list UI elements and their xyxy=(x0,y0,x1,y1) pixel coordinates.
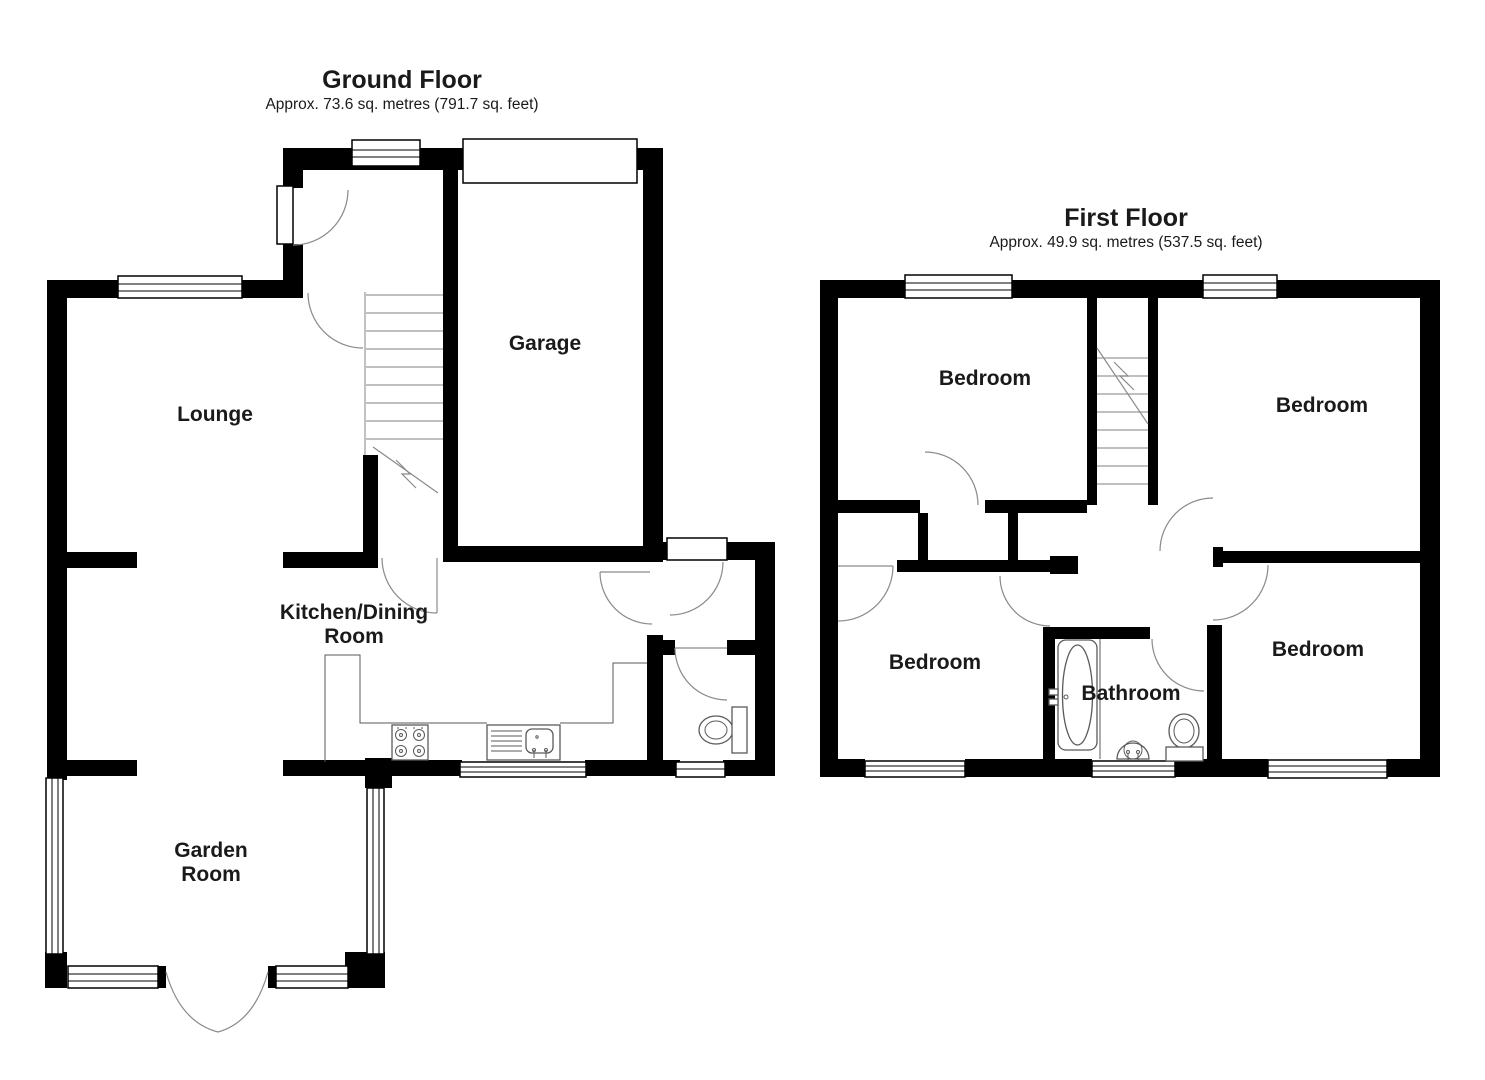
kitchen-counter xyxy=(324,654,647,762)
garden-room-right-window xyxy=(366,787,385,955)
bathroom-window xyxy=(1091,760,1176,778)
kitchen-fixtures xyxy=(324,654,647,762)
bathroom-door xyxy=(1151,638,1205,692)
garden-room-french-doors xyxy=(165,971,269,1033)
room-label-kitchen-line1: Kitchen/Dining xyxy=(280,601,428,624)
bedroom-bottom-left-window xyxy=(864,760,966,778)
front-door xyxy=(276,185,349,246)
ground-floor-doors xyxy=(165,185,728,1033)
ground-floor-header: Ground Floor Approx. 73.6 sq. metres (79… xyxy=(265,66,538,113)
ground-floor-walls xyxy=(45,148,775,988)
bathtub xyxy=(1048,639,1098,751)
bathroom-sink xyxy=(1116,740,1150,760)
room-label-bedroom-bottom-left: Bedroom xyxy=(889,651,981,674)
room-label-bedroom-top-left: Bedroom xyxy=(939,367,1031,390)
bedroom-top-left-door xyxy=(924,451,979,506)
first-floor-area: Approx. 49.9 sq. metres (537.5 sq. feet) xyxy=(989,234,1262,251)
bedroom-top-left-window xyxy=(904,274,1013,299)
first-floor-labels: Bedroom Bedroom Bedroom Bedroom Bathroom xyxy=(889,367,1368,705)
first-floor-doors xyxy=(837,451,1269,692)
room-label-garage: Garage xyxy=(509,332,581,355)
garden-room-left-window xyxy=(45,777,64,955)
room-label-kitchen-line2: Room xyxy=(324,625,384,648)
ground-floor-stairs xyxy=(364,292,443,494)
bathroom-toilet xyxy=(1165,713,1204,762)
room-label-bedroom-bottom-right: Bedroom xyxy=(1272,638,1364,661)
bedroom-top-right-door xyxy=(1159,497,1214,552)
wc-toilet xyxy=(698,706,748,754)
kitchen-window xyxy=(459,761,587,778)
bedroom-bottom-right-door xyxy=(1212,564,1269,621)
wc-door xyxy=(674,647,728,701)
lounge-window xyxy=(117,275,243,299)
ground-floor-title: Ground Floor xyxy=(322,66,482,94)
bedroom-bottom-left-door xyxy=(999,575,1051,627)
first-floor-walls xyxy=(820,280,1440,777)
garage-door xyxy=(462,138,638,184)
wc-window xyxy=(675,761,726,778)
room-label-lounge: Lounge xyxy=(177,403,253,426)
stove xyxy=(391,724,429,761)
kitchen-lobby-door xyxy=(599,571,653,625)
room-label-bathroom: Bathroom xyxy=(1081,682,1180,705)
ground-floor-area: Approx. 73.6 sq. metres (791.7 sq. feet) xyxy=(265,96,538,113)
first-floor-windows xyxy=(864,274,1388,779)
garden-room-bottom-left-window xyxy=(67,965,159,989)
ground-floor-plan: Ground Floor Approx. 73.6 sq. metres (79… xyxy=(45,66,775,1033)
first-floor-plan: First Floor Approx. 49.9 sq. metres (537… xyxy=(820,204,1440,779)
bedroom-bottom-right-window xyxy=(1267,759,1388,779)
room-label-garden-line2: Room xyxy=(181,863,241,886)
lounge-door xyxy=(307,292,364,349)
first-floor-header: First Floor Approx. 49.9 sq. metres (537… xyxy=(989,204,1262,251)
understairs-door xyxy=(381,557,438,614)
kitchen-sink xyxy=(486,724,561,761)
room-label-bedroom-top-right: Bedroom xyxy=(1276,394,1368,417)
room-label-garden-line1: Garden xyxy=(174,839,248,862)
rear-entrance-door xyxy=(666,537,728,616)
first-floor-stairs xyxy=(1096,347,1149,485)
bedroom-top-right-window xyxy=(1202,274,1278,299)
garden-room-bottom-right-window xyxy=(275,965,349,989)
ground-floor-labels: Lounge Garage Kitchen/Dining Room Garden… xyxy=(174,332,581,886)
bathroom-fixtures xyxy=(1048,639,1204,762)
bedroom-bottom-left-closet-door xyxy=(837,565,894,622)
ground-floor-windows xyxy=(45,139,726,989)
first-floor-title: First Floor xyxy=(1064,204,1188,232)
hall-window xyxy=(351,139,421,167)
